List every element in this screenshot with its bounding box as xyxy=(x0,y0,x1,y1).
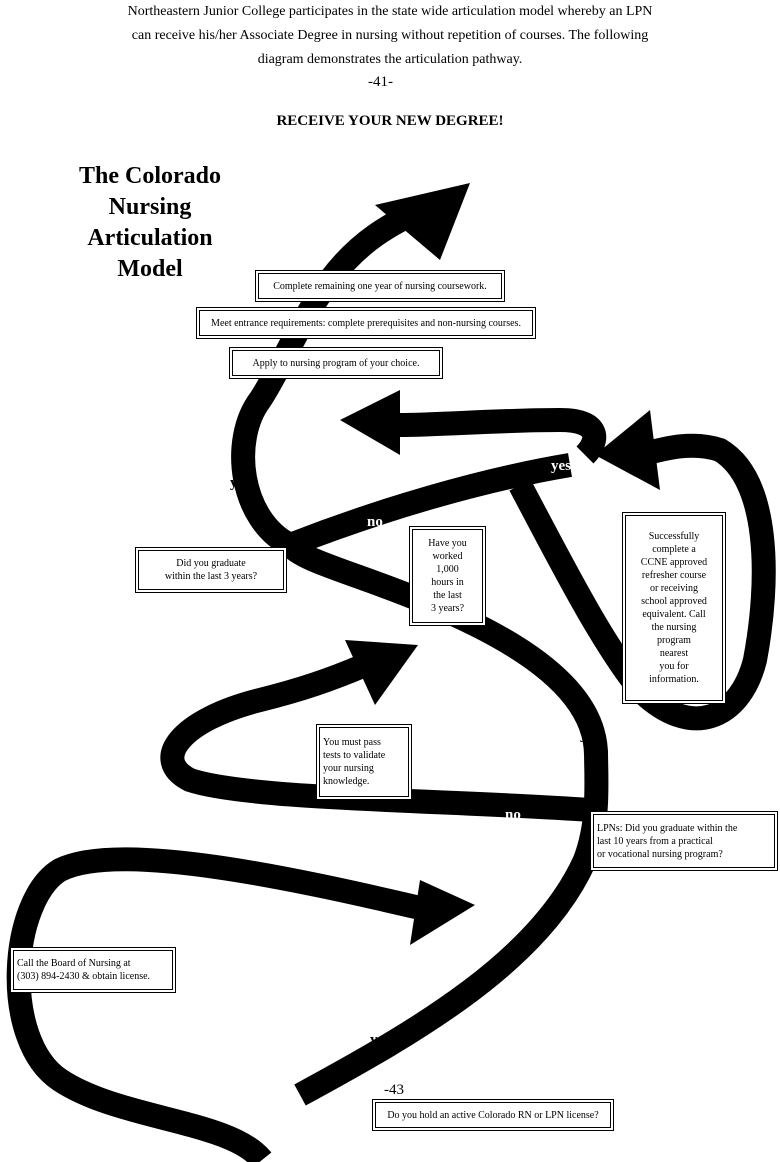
box-refresher-course-text: Successfully complete a CCNE approved re… xyxy=(640,531,708,685)
label-yes-worked: yes xyxy=(551,458,571,474)
box-complete-coursework-text: Complete remaining one year of nursing c… xyxy=(273,280,487,292)
box-board-of-nursing-text: Call the Board of Nursing at (303) 894-2… xyxy=(17,958,151,982)
label-yes-license: yes xyxy=(370,1032,390,1048)
path-refresher-yes xyxy=(399,408,607,464)
arrowhead-to-grad3-area xyxy=(340,390,400,455)
path-license-no xyxy=(6,847,423,1162)
diagram-title: The Colorado Nursing Articulation Model xyxy=(78,163,221,282)
intro-text: Northeastern Junior College participates… xyxy=(0,0,780,72)
label-no-license: no xyxy=(207,1092,223,1108)
box-entrance-requirements: Meet entrance requirements: complete pre… xyxy=(196,307,536,339)
intro-line-1: Northeastern Junior College participates… xyxy=(127,4,653,19)
intro-line-2: can receive his/her Associate Degree in … xyxy=(131,28,649,43)
box-board-of-nursing: Call the Board of Nursing at (303) 894-2… xyxy=(10,947,176,993)
box-entrance-requirements-text: Meet entrance requirements: complete pre… xyxy=(211,317,521,329)
box-graduate-3-years: Did you graduate within the last 3 years… xyxy=(135,547,287,593)
box-lpn-graduate-10-years: LPNs: Did you graduate within the last 1… xyxy=(590,811,778,871)
label-no-lpn: no xyxy=(505,807,521,823)
box-active-license-text: Do you hold an active Colorado RN or LPN… xyxy=(387,1109,599,1121)
arrowhead-to-worked xyxy=(345,640,418,705)
arrowhead-to-lpn xyxy=(410,880,475,945)
box-lpn-graduate-10-years-text: LPNs: Did you graduate within the last 1… xyxy=(597,822,738,860)
path-grad3-no xyxy=(285,453,572,557)
box-validate-knowledge-text: You must pass tests to validate your nur… xyxy=(323,737,386,787)
box-validate-knowledge: You must pass tests to validate your nur… xyxy=(316,724,412,800)
path-worked-no xyxy=(509,433,776,731)
box-complete-coursework: Complete remaining one year of nursing c… xyxy=(255,270,505,302)
arrowhead-to-refresher xyxy=(595,410,660,490)
path-license-yes xyxy=(294,749,609,1106)
label-yes-grad3: yes xyxy=(230,475,250,491)
label-no-worked: no xyxy=(542,524,558,540)
arrowhead-to-degree xyxy=(375,183,470,260)
box-graduate-3-years-text: Did you graduate within the last 3 years… xyxy=(164,558,258,582)
box-refresher-course: Successfully complete a CCNE approved re… xyxy=(622,512,726,704)
box-worked-1000-hours: Have you worked 1,000 hours in the last … xyxy=(409,526,486,626)
intro-line-3: diagram demonstrates the articulation pa… xyxy=(257,52,523,67)
box-active-license: Do you hold an active Colorado RN or LPN… xyxy=(372,1099,614,1131)
page-number-top: -41- xyxy=(368,74,393,90)
path-lpn-no xyxy=(160,653,591,822)
label-no-grad3: no xyxy=(367,514,383,530)
box-apply-program: Apply to nursing program of your choice. xyxy=(229,347,443,379)
diagram-heading: RECEIVE YOUR NEW DEGREE! xyxy=(276,113,504,129)
box-apply-program-text: Apply to nursing program of your choice. xyxy=(252,357,420,369)
page-number-bottom: -43 xyxy=(384,1082,404,1098)
box-worked-1000-hours-text: Have you worked 1,000 hours in the last … xyxy=(428,538,467,614)
label-yes-lpn: yes xyxy=(580,727,600,743)
